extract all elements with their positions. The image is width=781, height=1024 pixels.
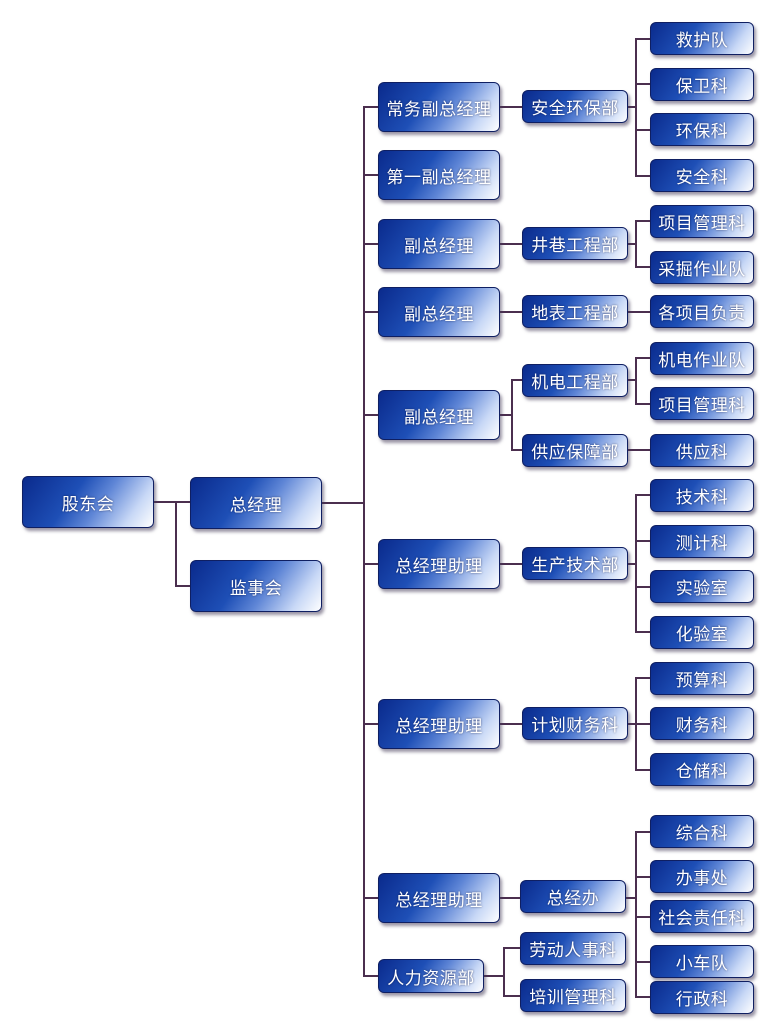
node-executive[interactable]: 总经理助理 — [378, 699, 500, 749]
node-executive[interactable]: 常务副总经理 — [378, 82, 500, 132]
node-section[interactable]: 测计科 — [650, 525, 754, 558]
node-department[interactable]: 生产技术部 — [522, 547, 628, 580]
node-section[interactable]: 行政科 — [650, 981, 754, 1014]
node-department[interactable]: 井巷工程部 — [522, 227, 628, 260]
node-section[interactable]: 小车队 — [650, 945, 754, 978]
node-section[interactable]: 各项目负责 — [650, 295, 754, 328]
node-supervisory-board[interactable]: 监事会 — [190, 560, 322, 612]
node-section[interactable]: 项目管理科 — [650, 205, 754, 238]
node-section[interactable]: 项目管理科 — [650, 387, 754, 420]
node-section[interactable]: 环保科 — [650, 113, 754, 146]
node-executive[interactable]: 总经理助理 — [378, 873, 500, 923]
node-section[interactable]: 实验室 — [650, 570, 754, 603]
node-section[interactable]: 仓储科 — [650, 753, 754, 786]
node-executive[interactable]: 人力资源部 — [378, 959, 484, 993]
node-executive[interactable]: 副总经理 — [378, 287, 500, 337]
node-department[interactable]: 地表工程部 — [522, 295, 628, 328]
node-department[interactable]: 计划财务科 — [522, 707, 628, 740]
node-department[interactable]: 总经办 — [520, 880, 626, 913]
node-department[interactable]: 供应保障部 — [522, 434, 628, 467]
node-section[interactable]: 社会责任科 — [650, 900, 754, 933]
node-section[interactable]: 救护队 — [650, 22, 754, 55]
node-department[interactable]: 培训管理科 — [520, 979, 626, 1012]
node-section[interactable]: 财务科 — [650, 707, 754, 740]
node-section[interactable]: 技术科 — [650, 479, 754, 512]
node-board[interactable]: 股东会 — [22, 476, 154, 528]
node-department[interactable]: 安全环保部 — [522, 90, 628, 123]
node-executive[interactable]: 副总经理 — [378, 219, 500, 269]
node-section[interactable]: 保卫科 — [650, 68, 754, 101]
node-section[interactable]: 化验室 — [650, 616, 754, 649]
node-department[interactable]: 机电工程部 — [522, 364, 628, 397]
node-executive[interactable]: 总经理助理 — [378, 539, 500, 589]
node-section[interactable]: 机电作业队 — [650, 342, 754, 375]
node-general-manager[interactable]: 总经理 — [190, 477, 322, 529]
node-section[interactable]: 供应科 — [650, 434, 754, 467]
node-executive[interactable]: 副总经理 — [378, 390, 500, 440]
node-department[interactable]: 劳动人事科 — [520, 932, 626, 965]
node-section[interactable]: 安全科 — [650, 159, 754, 192]
node-section[interactable]: 预算科 — [650, 662, 754, 695]
node-section[interactable]: 采掘作业队 — [650, 251, 754, 284]
node-section[interactable]: 综合科 — [650, 815, 754, 848]
node-executive[interactable]: 第一副总经理 — [378, 150, 500, 200]
node-section[interactable]: 办事处 — [650, 860, 754, 893]
